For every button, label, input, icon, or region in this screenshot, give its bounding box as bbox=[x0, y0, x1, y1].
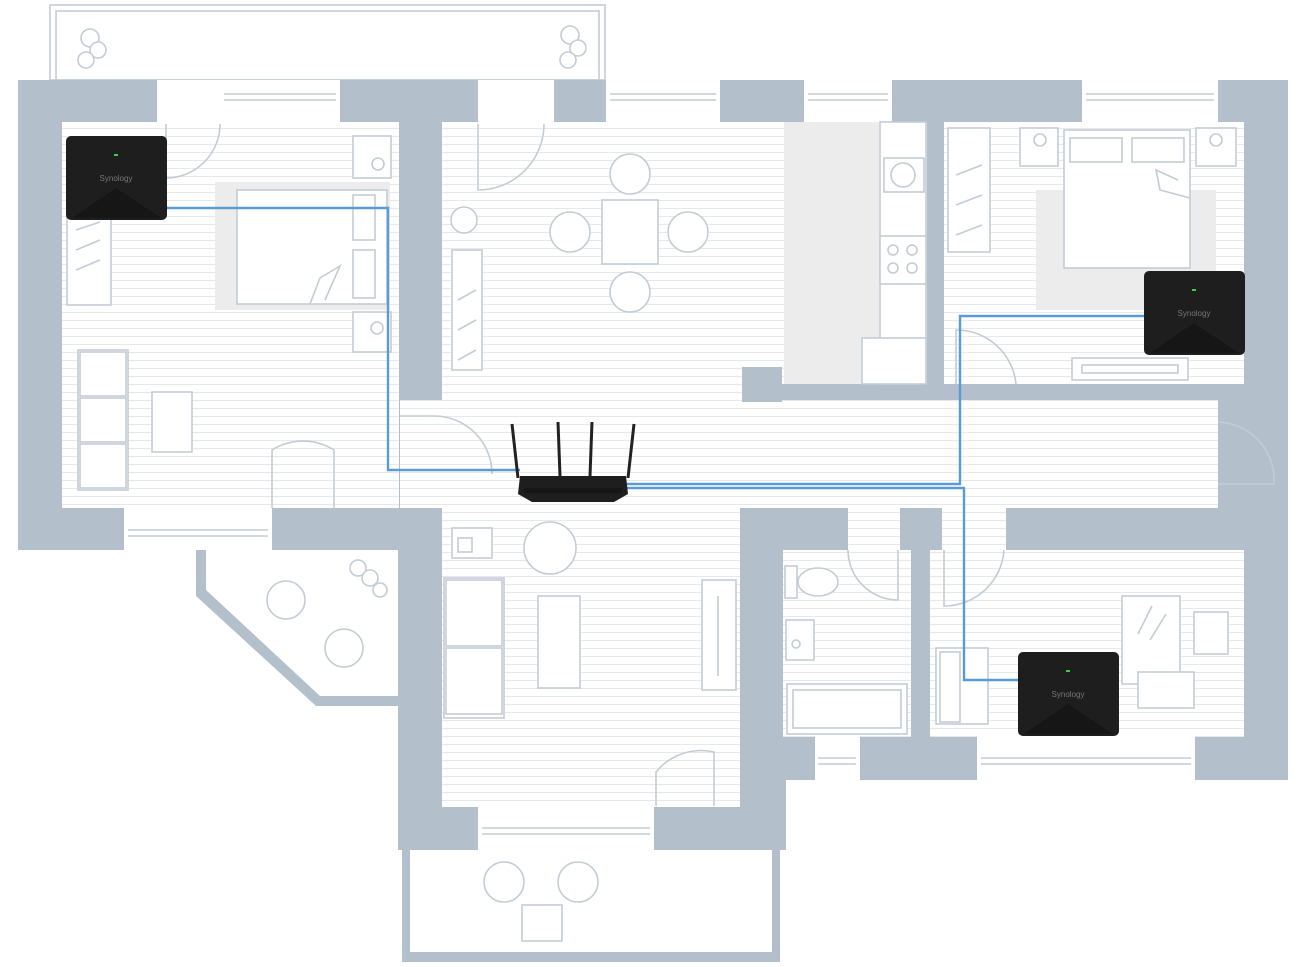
router-icon bbox=[510, 421, 636, 502]
mesh-router-icon: Synology bbox=[1018, 652, 1119, 736]
cable-bedroom-left bbox=[166, 206, 520, 472]
office-furniture bbox=[935, 595, 1229, 725]
kitchen-dining-furniture bbox=[450, 121, 927, 385]
doors bbox=[165, 123, 1275, 806]
mesh-brand-label: Synology bbox=[1052, 690, 1085, 699]
cable-office bbox=[622, 486, 1020, 682]
network-cables bbox=[166, 206, 1146, 682]
balcony-top bbox=[49, 4, 606, 81]
balcony-bottom bbox=[402, 850, 780, 962]
mesh-router-icon: Synology bbox=[66, 136, 167, 220]
mesh-brand-label: Synology bbox=[1178, 309, 1211, 318]
plant-icon bbox=[559, 25, 587, 69]
bedroom-right-furniture bbox=[947, 127, 1237, 381]
mesh-router-icon: Synology bbox=[1144, 271, 1245, 355]
living-furniture bbox=[443, 521, 737, 719]
balcony-left bbox=[196, 550, 398, 706]
plant-icon bbox=[349, 559, 388, 598]
windows bbox=[124, 80, 1218, 850]
bedroom-left-furniture bbox=[66, 135, 392, 491]
bathroom-fixtures bbox=[784, 565, 908, 735]
plant-icon bbox=[77, 28, 107, 69]
mesh-brand-label: Synology bbox=[100, 174, 133, 183]
cable-bedroom-right bbox=[622, 314, 1146, 486]
